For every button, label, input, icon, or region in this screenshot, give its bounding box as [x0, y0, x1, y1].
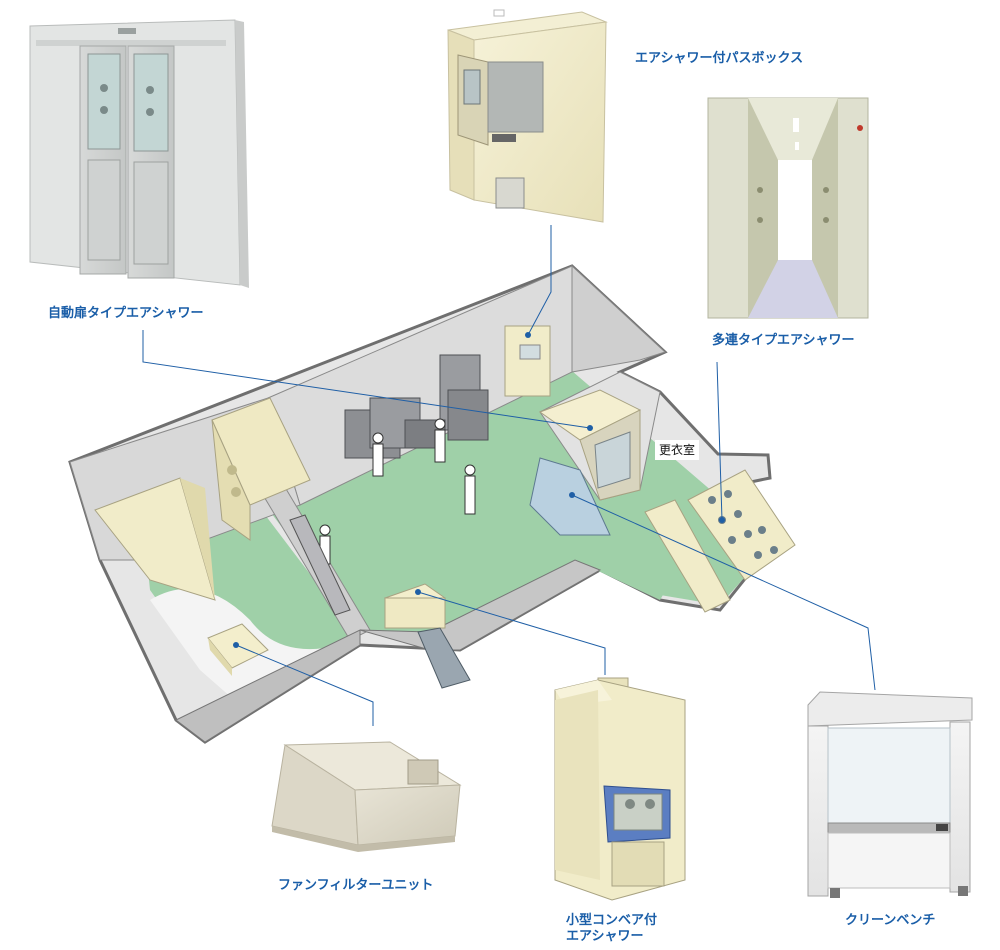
connector-dots [233, 332, 725, 648]
conveyor-air-shower-photo [554, 677, 686, 901]
multi-air-shower-photo [707, 97, 869, 319]
locker-room-label: 更衣室 [655, 440, 700, 460]
fan-filter-unit-photo [271, 741, 462, 852]
conveyor-air-shower-label-line2: エアシャワー [566, 929, 644, 944]
clean-bench-photo [807, 691, 973, 898]
pass-box-photo [447, 9, 608, 223]
auto-door-air-shower-label: 自動扉タイプエアシャワー [48, 306, 204, 321]
room-equipment [94, 325, 796, 689]
conveyor-air-shower-label-line1: 小型コンベア付 [566, 913, 658, 928]
clean-bench-label: クリーンベンチ [845, 913, 936, 928]
multi-air-shower-label: 多連タイプエアシャワー [712, 333, 855, 348]
pass-box-air-shower-label: エアシャワー付パスボックス [635, 51, 804, 66]
fan-filter-unit-label: ファンフィルターユニット [278, 878, 434, 893]
auto-door-air-shower-photo [29, 19, 249, 288]
connector-lines [142, 225, 876, 726]
